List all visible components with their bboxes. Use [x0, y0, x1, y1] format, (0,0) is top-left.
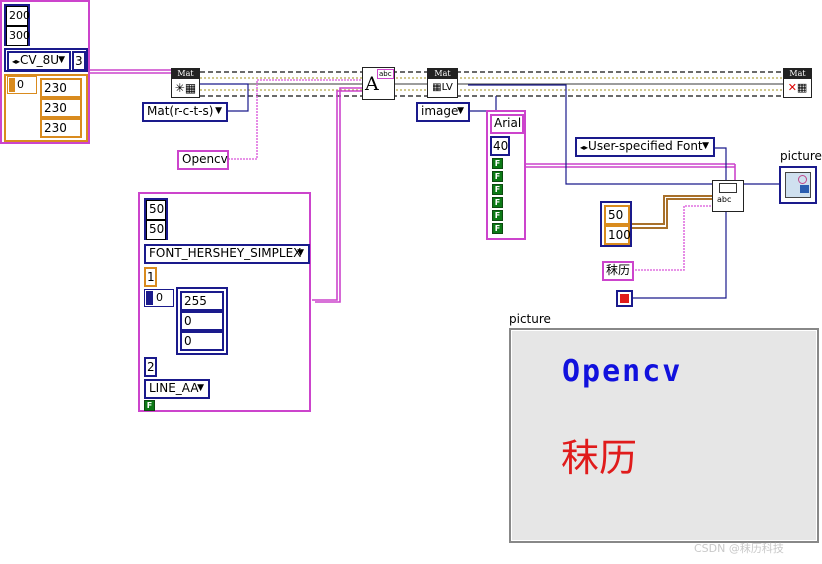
image-property-label: image	[421, 104, 459, 118]
draw-text-picture-node[interactable]: abc	[712, 180, 744, 212]
mat-to-image-node[interactable]: Mat ▦LV	[427, 68, 458, 98]
array-index-value: 0	[17, 78, 24, 91]
mat-create-node[interactable]: Mat ✳▦	[171, 68, 200, 98]
rows-value[interactable]: 200	[6, 6, 30, 26]
color-value-1[interactable]: 255	[180, 291, 224, 311]
font-name-string[interactable]: Arial	[490, 114, 524, 134]
font-size-value[interactable]: 40	[490, 136, 510, 156]
cols-value[interactable]: 300	[6, 26, 30, 46]
fill-value-2[interactable]: 230	[40, 98, 82, 118]
index-stepper-icon[interactable]	[146, 291, 153, 305]
picture-terminal-label: picture	[780, 149, 822, 163]
line-type-label: LINE_AA	[149, 381, 199, 395]
color-scalar-array: 255 0 0	[176, 287, 228, 355]
color-swatch	[620, 294, 629, 303]
abc-icon: abc	[717, 195, 732, 204]
font-bool-1[interactable]: F	[492, 158, 503, 169]
grid-lv-icon: ▦LV	[432, 82, 453, 93]
picture-indicator[interactable]: Opencv 秣历	[509, 328, 819, 543]
dropdown-arrow-icon: ▼	[197, 383, 204, 393]
mat-node-header: Mat	[784, 69, 811, 79]
text-a-icon: A	[365, 73, 379, 95]
fill-value-1[interactable]: 230	[40, 78, 82, 98]
channels-value[interactable]: 3	[72, 51, 86, 71]
bottom-left-origin-bool[interactable]: F	[144, 400, 155, 411]
picture-frame-icon	[719, 183, 737, 193]
font-face-label: FONT_HERSHEY_SIMPLEX	[149, 246, 302, 260]
font-face-ring[interactable]: FONT_HERSHEY_SIMPLEX▼	[144, 244, 310, 264]
point-y-value[interactable]: 100	[604, 225, 631, 245]
ring-increment-icon: ◂▸	[12, 57, 21, 66]
dropdown-arrow-icon: ▼	[58, 55, 65, 65]
mat-release-node[interactable]: Mat ✕▦	[783, 68, 812, 98]
fill-values: 230 230 230	[38, 76, 84, 140]
font-bool-5[interactable]: F	[492, 210, 503, 221]
fill-value-3[interactable]: 230	[40, 118, 82, 138]
chinese-string-constant[interactable]: 秣历	[602, 261, 634, 281]
text-params-cluster: 50 50 FONT_HERSHEY_SIMPLEX▼ 1 0 255 0 0 …	[138, 192, 311, 412]
close-grid-icon: ✕▦	[787, 81, 808, 94]
org-x-value[interactable]: 50	[146, 200, 166, 220]
put-text-node[interactable]: A abc	[362, 67, 395, 100]
circle-shape	[798, 175, 807, 184]
picture-icon	[785, 172, 811, 198]
array-index-control[interactable]: 0	[7, 76, 37, 94]
line-type-ring[interactable]: LINE_AA▼	[144, 379, 210, 399]
ring-increment-icon: ◂▸	[580, 143, 589, 152]
picture-bevel	[511, 330, 817, 541]
font-mode-label: User-specified Font	[588, 139, 703, 153]
mat-constructor-label: Mat(r-c-t-s)	[147, 104, 214, 118]
mat-constructor-ring[interactable]: Mat(r-c-t-s)▼	[142, 102, 228, 122]
rendered-opencv-text: Opencv	[562, 354, 683, 389]
dropdown-arrow-icon: ▼	[457, 106, 464, 116]
dropdown-arrow-icon: ▼	[297, 248, 304, 258]
type-ring-label: CV_8U	[20, 53, 60, 67]
color-index-value: 0	[156, 291, 163, 304]
org-y-value[interactable]: 50	[146, 220, 166, 240]
thickness-value[interactable]: 2	[144, 357, 157, 377]
point-x-value[interactable]: 50	[604, 205, 630, 225]
picture-terminal[interactable]	[779, 166, 817, 204]
color-index-control[interactable]: 0	[144, 289, 174, 307]
watermark: CSDN @秣历科技	[694, 542, 784, 555]
abc-icon: abc	[377, 69, 394, 79]
mat-node-header: Mat	[428, 69, 457, 79]
font-cluster: Arial 40 F F F F F F	[486, 110, 526, 240]
rendered-chinese-text: 秣历	[561, 436, 638, 480]
square-shape	[800, 185, 809, 193]
dropdown-arrow-icon: ▼	[215, 106, 222, 116]
draw-point-cluster: 50 100	[600, 201, 632, 247]
index-stepper-icon[interactable]	[9, 78, 15, 92]
picture-indicator-label: picture	[509, 312, 551, 326]
font-bool-6[interactable]: F	[492, 223, 503, 234]
font-bool-3[interactable]: F	[492, 184, 503, 195]
type-ring[interactable]: ◂▸CV_8U▼	[7, 51, 71, 71]
image-property-ring[interactable]: image▼	[416, 102, 470, 122]
font-bool-2[interactable]: F	[492, 171, 503, 182]
dropdown-arrow-icon: ▼	[702, 141, 709, 151]
font-bool-4[interactable]: F	[492, 197, 503, 208]
sparkle-grid-icon: ✳▦	[174, 81, 197, 95]
font-mode-ring[interactable]: ◂▸User-specified Font▼	[575, 137, 715, 157]
opencv-string-constant[interactable]: Opencv	[177, 150, 229, 170]
mat-node-header: Mat	[172, 69, 199, 79]
font-scale-value[interactable]: 1	[144, 267, 157, 287]
color-value-2[interactable]: 0	[180, 311, 224, 331]
mat-constructor-cluster: 200 300 ◂▸CV_8U▼ 3 0 230 230 230	[0, 0, 90, 144]
color-value-3[interactable]: 0	[180, 331, 224, 351]
color-box-constant[interactable]	[616, 290, 633, 307]
